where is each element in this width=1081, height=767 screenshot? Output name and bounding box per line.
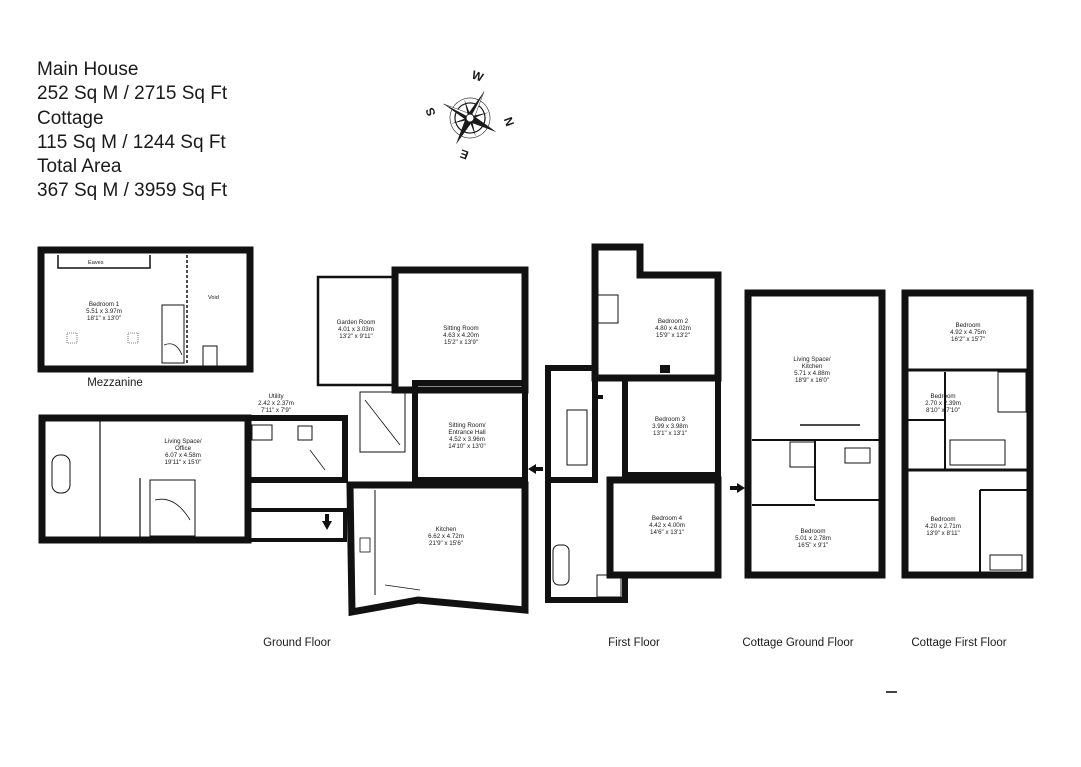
room-imperial: 21'9" x 15'6" <box>429 540 463 547</box>
room-metric: 4.80 x 4.02m <box>655 325 691 332</box>
room-metric: 5.71 x 4.88m <box>794 370 830 377</box>
room-imperial: 16'5" x 9'1" <box>798 542 829 549</box>
main-house-area: 252 Sq M / 2715 Sq Ft <box>37 83 228 105</box>
room-name: Bedroom <box>930 393 955 400</box>
room-name: Office <box>175 445 192 452</box>
entrance-arrow-icon <box>730 483 745 493</box>
room-name: Utility <box>268 393 284 400</box>
entrance-arrow-icon <box>528 464 543 474</box>
void-label: Void <box>208 295 219 301</box>
main-house-title: Main House <box>37 59 139 80</box>
cottage-ground-floor-plan <box>744 289 886 579</box>
room-name: Garden Room <box>337 319 376 326</box>
room-metric: 2.70 x 2.39m <box>925 400 961 407</box>
floor-label-first: First Floor <box>608 637 660 649</box>
cottage-area: 115 Sq M / 1244 Sq Ft <box>37 131 226 153</box>
compass-rose-icon <box>443 91 497 145</box>
stair-arrow-icon <box>592 391 603 403</box>
room-metric: 6.07 x 4.58m <box>165 452 201 459</box>
room-metric: 5.01 x 2.78m <box>795 535 831 542</box>
room-imperial: 18'9" x 16'0" <box>795 377 829 384</box>
room-metric: 4.42 x 4.00m <box>649 522 685 529</box>
room-imperial: 7'11" x 7'9" <box>261 407 291 414</box>
room-imperial: 13'9" x 8'11" <box>926 530 959 537</box>
room-name: Bedroom 2 <box>658 318 689 325</box>
floor-label-cottage-ground: Cottage Ground Floor <box>742 637 853 649</box>
room-imperial: 8'10" x 7'10" <box>926 407 960 414</box>
room-name: Bedroom <box>800 528 825 535</box>
room-imperial: 15'9" x 13'2" <box>656 332 690 339</box>
room-metric: 4.92 x 4.75m <box>950 329 986 336</box>
floor-label-cottage-first: Cottage First Floor <box>911 637 1006 649</box>
room-imperial: 16'2" x 15'7" <box>951 336 985 343</box>
ground-floor-plan <box>38 266 529 617</box>
entrance-arrow-icon <box>322 514 332 530</box>
room-name: Bedroom 3 <box>655 416 686 423</box>
compass-s: S <box>423 106 439 118</box>
room-name: Entrance Hall <box>448 429 485 436</box>
compass-w: W <box>470 68 486 85</box>
total-area: 367 Sq M / 3959 Sq Ft <box>37 180 228 202</box>
floor-label-mezzanine: Mezzanine <box>87 377 143 389</box>
room-imperial: 13'1" x 13'1" <box>653 430 687 437</box>
room-name: Kitchen <box>802 363 823 370</box>
room-metric: 5.51 x 3.97m <box>86 308 122 315</box>
room-imperial: 19'11" x 15'0" <box>165 459 202 466</box>
compass-n: N <box>501 115 517 128</box>
room-metric: 4.01 x 3.03m <box>338 326 374 333</box>
room-imperial: 14'6" x 13'1" <box>650 529 684 536</box>
stairwell <box>660 365 670 373</box>
room-name: Living Space/ <box>793 356 830 363</box>
room-name: Bedroom 4 <box>652 515 683 522</box>
room-name: Bedroom <box>930 516 955 523</box>
room-metric: 4.20 x 2.71m <box>925 523 961 530</box>
floor-label-ground: Ground Floor <box>263 637 331 649</box>
cottage-first-floor-plan <box>901 289 1034 579</box>
room-metric: 4.52 x 3.96m <box>449 436 485 443</box>
room-imperial: 13'2" x 9'11" <box>339 333 372 340</box>
room-name: Kitchen <box>436 526 457 533</box>
compass-e: E <box>458 146 470 162</box>
room-imperial: 14'10" x 13'0" <box>448 443 485 450</box>
mezzanine-plan <box>37 246 254 373</box>
room-metric: 4.63 x 4.20m <box>443 332 479 339</box>
room-name: Sitting Room <box>443 325 478 332</box>
cottage-title: Cottage <box>37 107 104 129</box>
area-summary: Main House 252 Sq M / 2715 Sq Ft Cottage… <box>37 58 227 204</box>
first-floor-plan <box>545 243 722 603</box>
room-imperial: 18'1" x 13'0" <box>87 315 121 322</box>
room-name: Sitting Room/ <box>448 422 485 429</box>
room-imperial: 15'2" x 13'9" <box>444 339 478 346</box>
room-name: Bedroom <box>955 322 980 329</box>
total-area-title: Total Area <box>37 156 122 178</box>
room-metric: 3.99 x 3.98m <box>652 423 688 430</box>
room-metric: 2.42 x 2.37m <box>258 400 294 407</box>
room-name: Bedroom 1 <box>89 301 120 308</box>
eaves-label: Eaves <box>88 260 104 266</box>
room-metric: 6.62 x 4.72m <box>428 533 464 540</box>
room-name: Living Space/ <box>164 438 201 445</box>
